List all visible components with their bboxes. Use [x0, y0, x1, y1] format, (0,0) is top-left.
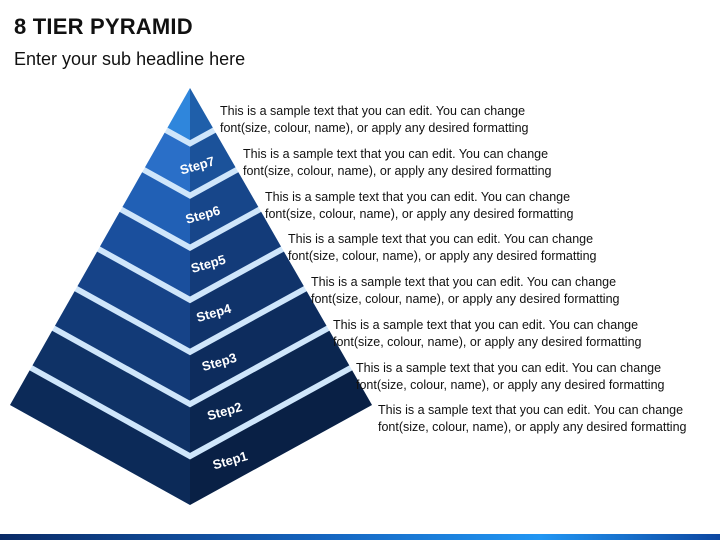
tier-8-right-face — [190, 88, 213, 141]
tier-text-7: This is a sample text that you can edit.… — [243, 146, 551, 180]
tier-text-line: font(size, colour, name), or apply any d… — [243, 164, 552, 178]
tier-text-line: This is a sample text that you can edit.… — [243, 147, 549, 161]
tier-text-line: font(size, colour, name), or apply any d… — [356, 378, 665, 392]
tier-8-left-face — [167, 88, 190, 141]
tier-text-line: This is a sample text that you can edit.… — [356, 361, 662, 375]
tier-1-right-face — [190, 370, 372, 505]
tier-7-right-face — [190, 132, 236, 193]
tier-text-line: font(size, colour, name), or apply any d… — [378, 420, 687, 434]
tier-text-5: This is a sample text that you can edit.… — [288, 231, 596, 265]
tier-text-line: This is a sample text that you can edit.… — [311, 275, 617, 289]
tier-text-8: This is a sample text that you can edit.… — [220, 103, 528, 137]
tier-3-left-face — [55, 291, 190, 401]
bottom-accent-bar — [0, 534, 720, 540]
tier-text-line: This is a sample text that you can edit.… — [265, 190, 571, 204]
tier-text-line: font(size, colour, name), or apply any d… — [288, 249, 597, 263]
tier-text-line: This is a sample text that you can edit.… — [288, 232, 594, 246]
tier-text-line: font(size, colour, name), or apply any d… — [220, 121, 529, 135]
tier-text-1: This is a sample text that you can edit.… — [378, 402, 686, 436]
slide-title: 8 TIER PYRAMID — [14, 14, 193, 39]
tier-5-right-face — [190, 211, 281, 297]
tier-2-left-face — [32, 330, 190, 453]
tier-text-6: This is a sample text that you can edit.… — [265, 189, 573, 223]
tier-7-left-face — [145, 132, 190, 193]
tier-3-right-face — [190, 291, 327, 401]
tier-text-line: This is a sample text that you can edit.… — [378, 403, 684, 417]
tier-1-left-face — [10, 370, 190, 505]
tier-2-right-face — [190, 330, 350, 453]
slide-subtitle: Enter your sub headline here — [14, 49, 246, 69]
tier-text-line: font(size, colour, name), or apply any d… — [333, 335, 642, 349]
tier-6-left-face — [122, 172, 190, 245]
tier-text-2: This is a sample text that you can edit.… — [356, 360, 664, 394]
tier-text-line: font(size, colour, name), or apply any d… — [311, 292, 620, 306]
tier-4-left-face — [77, 251, 190, 349]
tier-text-line: This is a sample text that you can edit.… — [333, 318, 639, 332]
tier-6-right-face — [190, 172, 259, 245]
tier-4-right-face — [190, 251, 304, 349]
tier-text-line: font(size, colour, name), or apply any d… — [265, 207, 574, 221]
tier-5-left-face — [100, 211, 190, 297]
tier-text-4: This is a sample text that you can edit.… — [311, 274, 619, 308]
tier-text-3: This is a sample text that you can edit.… — [333, 317, 641, 351]
tier-text-line: This is a sample text that you can edit.… — [220, 104, 526, 118]
